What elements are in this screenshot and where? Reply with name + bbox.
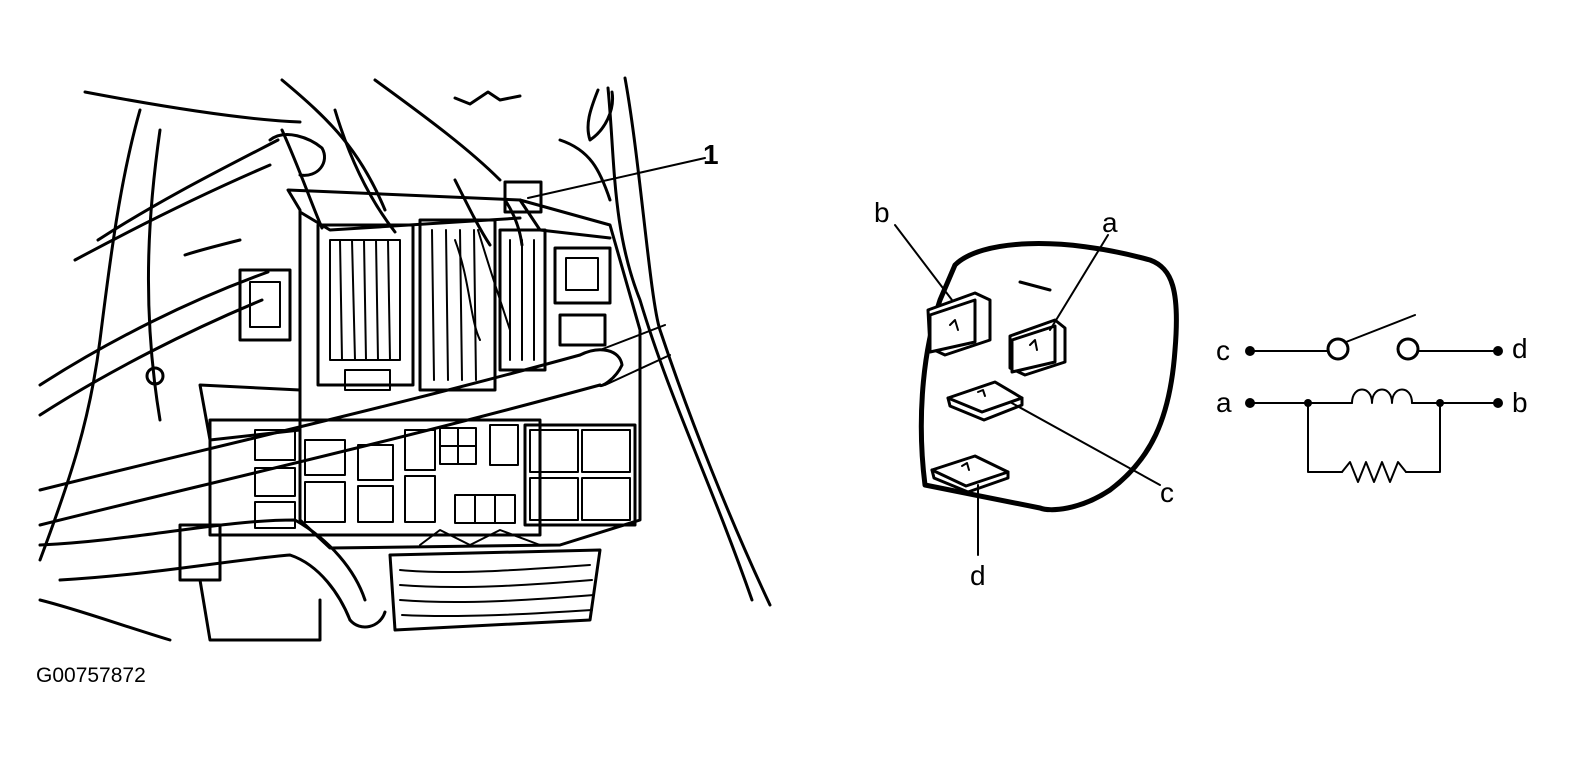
- relay-component-1: [503, 180, 543, 214]
- terminal-a: [1008, 318, 1067, 377]
- relay-box-location-drawing: 1: [38, 76, 772, 642]
- relay-label-b: b: [874, 197, 890, 228]
- switch-contact-right: [1396, 337, 1420, 361]
- connector-block-left: [316, 223, 415, 391]
- callout-1-label: 1: [703, 139, 719, 170]
- schematic-label-a: a: [1216, 387, 1232, 418]
- callout-1-leader: [527, 157, 706, 199]
- schematic-label-b: b: [1512, 387, 1528, 418]
- terminal-d: [930, 454, 1010, 494]
- figure-id-code: G00757872: [36, 664, 146, 687]
- relay-schematic: c d a b: [1216, 314, 1528, 483]
- relay-label-c: c: [1160, 477, 1174, 508]
- resistor-symbol: [1341, 461, 1407, 483]
- terminal-c: [946, 380, 1024, 422]
- relay-bank: [523, 423, 637, 527]
- relay-label-a: a: [1102, 207, 1118, 238]
- terminal-b: [926, 291, 992, 357]
- switch-blade: [1345, 314, 1416, 343]
- schematic-label-d: d: [1512, 333, 1528, 364]
- coil-symbol: [1351, 388, 1413, 404]
- schematic-label-c: c: [1216, 335, 1230, 366]
- switch-contact-left: [1326, 337, 1350, 361]
- relay-label-d: d: [970, 560, 986, 591]
- connector-block-middle: [418, 218, 497, 392]
- relay-terminal-view: b a c d: [874, 197, 1179, 591]
- connector-block-right: [498, 228, 547, 372]
